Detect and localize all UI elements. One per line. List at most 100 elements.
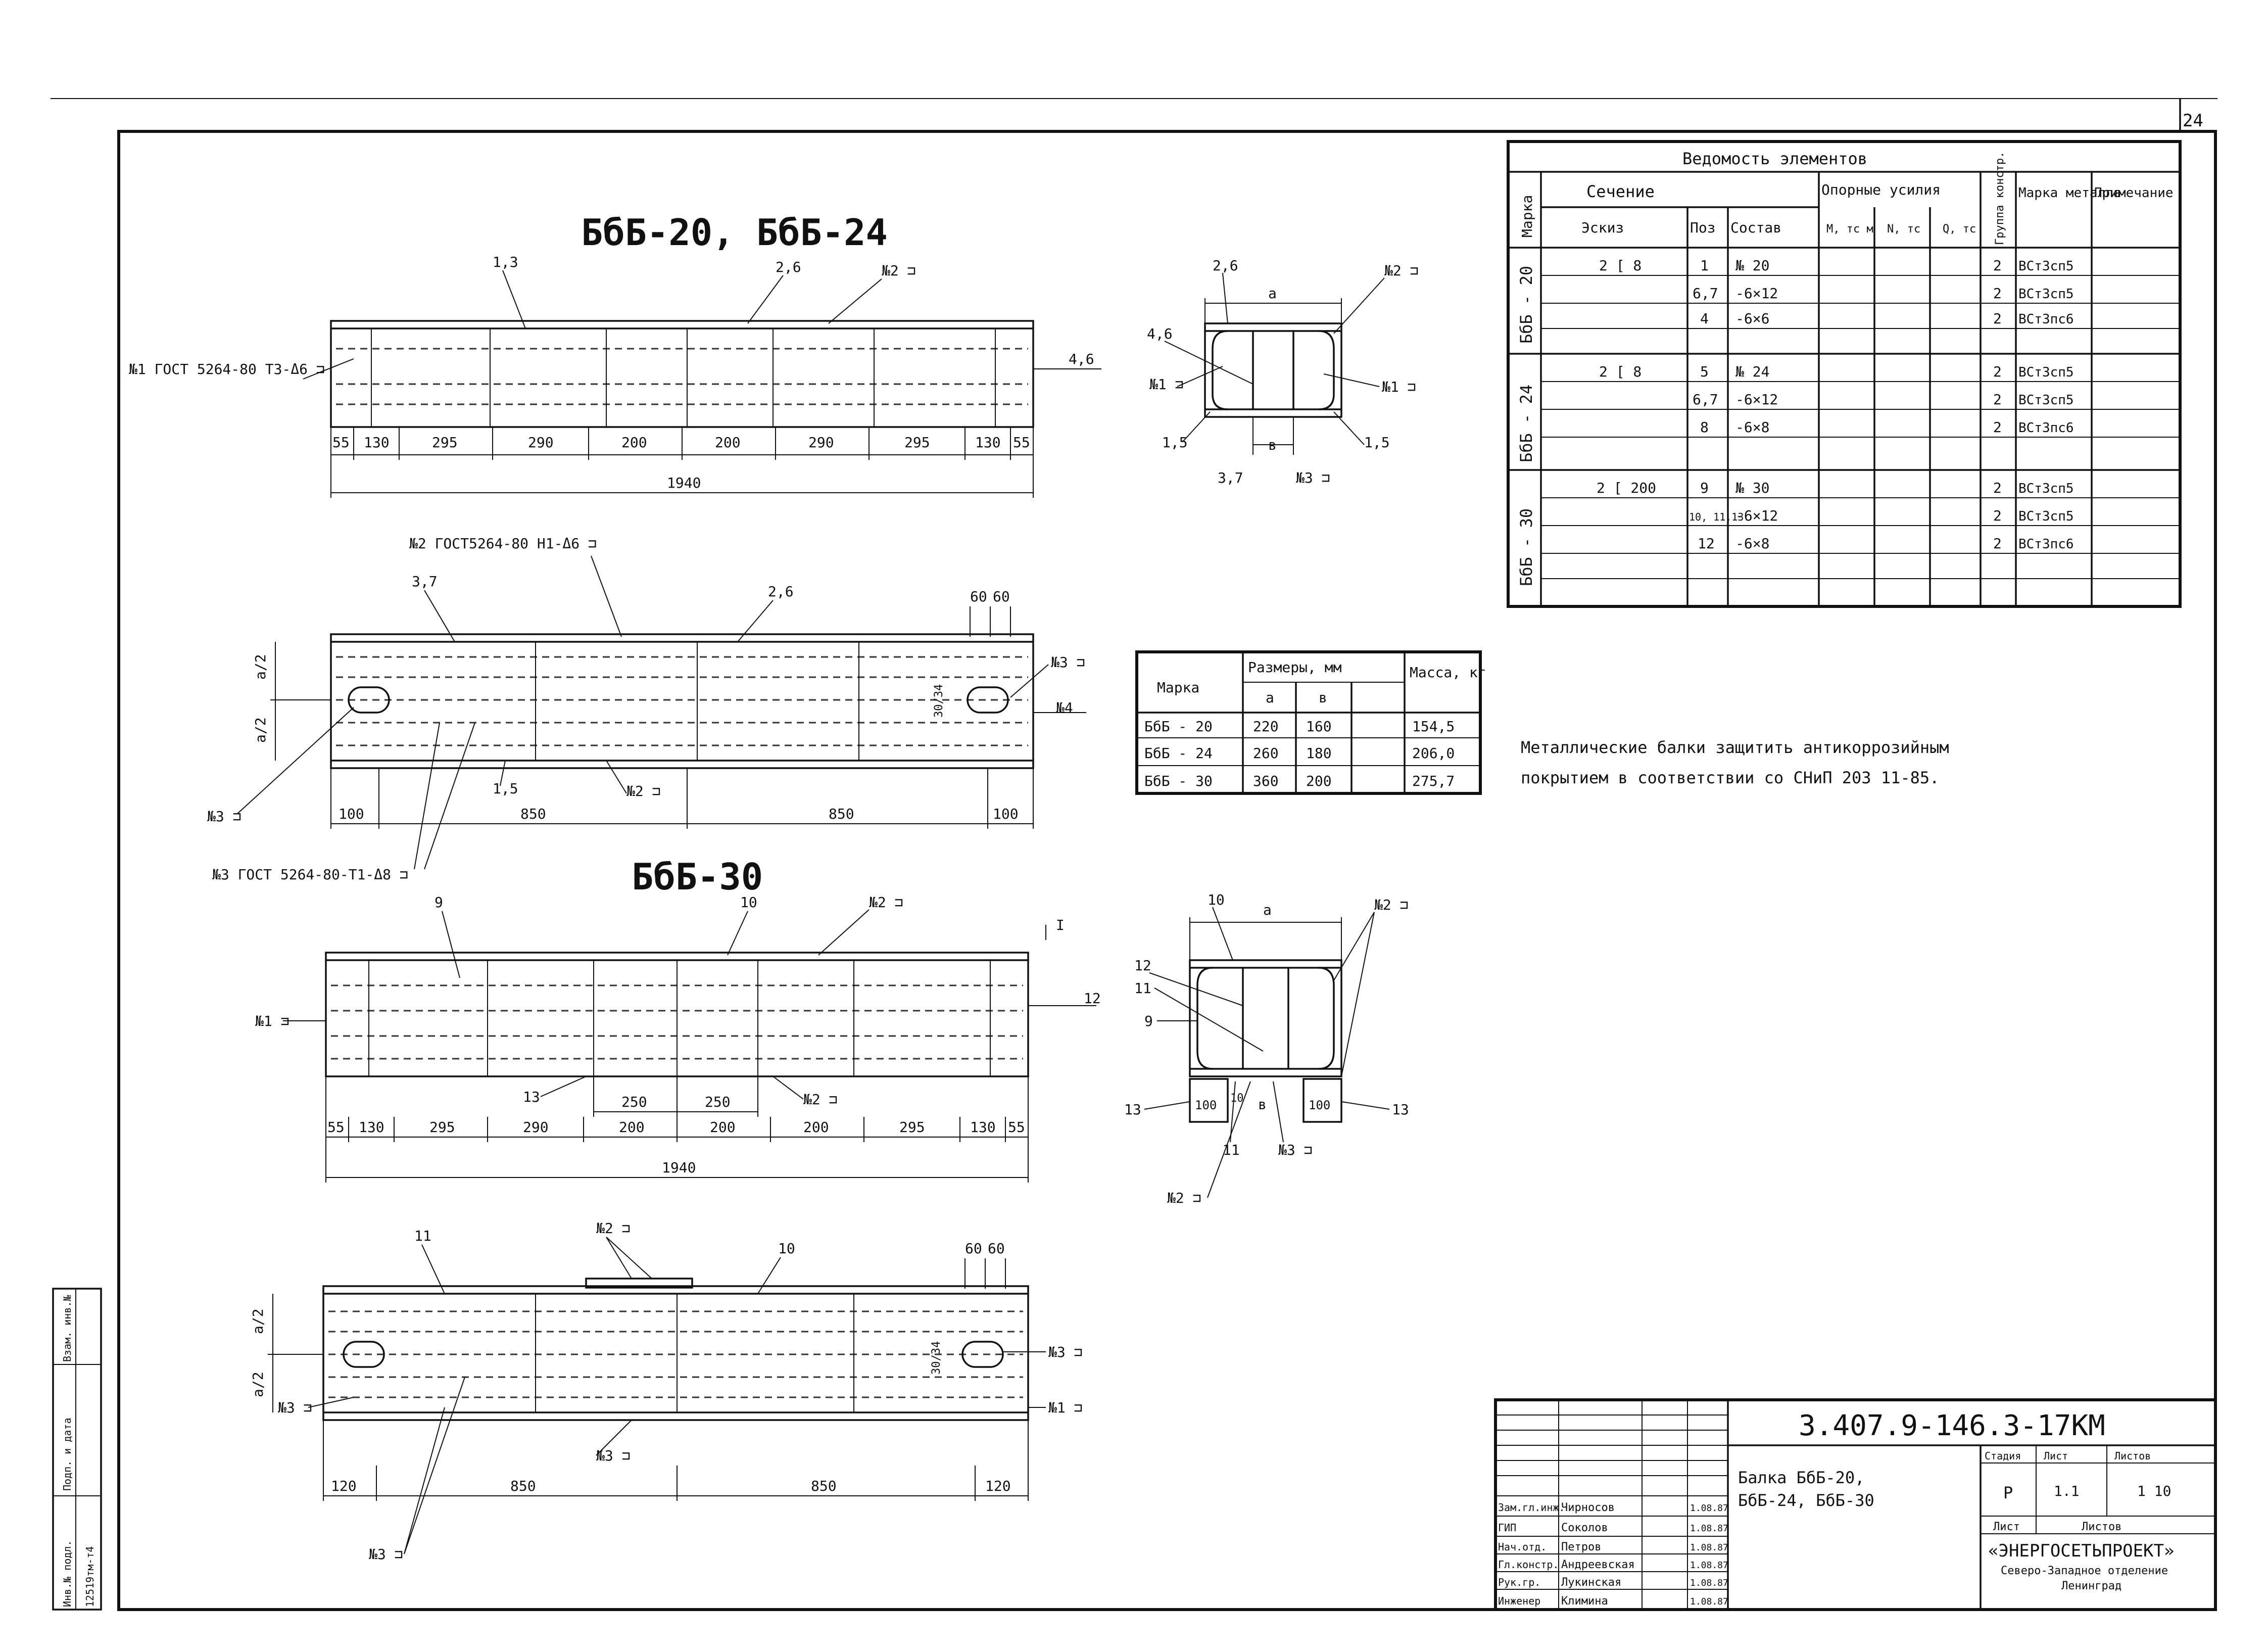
dim-7: 295 [904,434,930,451]
side-value-0: 12519тм-т4 [84,1546,96,1607]
stamp-date-2: 1.08.87 [1690,1542,1728,1553]
et-g0-r0-pos: 1 [1700,257,1709,274]
weld-note-1: №1 ГОСТ 5264-80 Т3-Δ6 ⊐ [129,361,325,377]
et-g1-r2-comp: -6×8 [1735,419,1769,436]
sheet-number: 24 [2183,111,2203,131]
p30-c0: 11 [414,1228,431,1244]
p30-a2-top: a/2 [250,1308,266,1334]
stamp-name-3: Андреевская [1561,1559,1635,1571]
et-g0-r1-grp: 2 [1993,285,2002,302]
st-r0-mark: БбБ - 20 [1144,718,1213,735]
et-col-m: M, тс м [1826,223,1873,235]
stamp-role-2: Нач.отд. [1498,1541,1547,1553]
et-g1-r2-grp: 2 [1993,419,2002,436]
callout-2: 2,6 [776,259,801,275]
drawing-frame [117,130,2217,1611]
p30-c10: №1 ⊐ [1048,1399,1082,1416]
dim-6: 290 [808,434,834,451]
tv30-inner-1: 250 [705,1094,731,1110]
tv30-c1: 10 [740,894,757,911]
s30-l6: 13 [1124,1101,1141,1118]
tv30-dim-6: 200 [803,1119,829,1136]
plan-c11: №2 ⊐ [626,783,660,799]
et-title: Ведомость элементов [1682,149,1867,168]
st-r2-mass: 275,7 [1412,773,1455,789]
sec-label-6: 1,5 [1162,434,1188,451]
stamp-code: 3.407.9-146.3-17KM [1799,1409,2105,1442]
tv30-dim-total: 1940 [662,1159,696,1176]
stamp-role-1: ГИП [1498,1522,1516,1534]
dim-2: 295 [432,434,458,451]
callout-1: 1,3 [493,254,518,270]
tv30-inner-0: 250 [621,1094,647,1110]
stamp-stage-h: Стадия [1985,1450,2021,1462]
plan-dim-3: 100 [993,806,1019,822]
stamp-name-5: Климина [1561,1595,1608,1608]
stamp-role-0: Зам.гл.инж. [1498,1501,1565,1514]
sec-label-2: №2 ⊐ [1384,262,1418,279]
s30-l5: 9 [1144,1013,1153,1029]
p30-a2-bot: a/2 [250,1372,266,1397]
top-view-30: 9 10 №2 ⊐ I №1 ⊐ 12 13 №2 ⊐ 250 250 [255,894,1101,1183]
callout-3: №2 ⊐ [882,262,915,279]
et-g2-r1-grp: 2 [1993,507,2002,524]
et-g2-r2-steel: ВСт3пс6 [2018,537,2074,552]
stamp-list-label: Лист [1993,1521,2020,1533]
et-g1-r0-pos: 5 [1700,363,1709,380]
s30-l3: 12 [1134,957,1151,974]
stamp-role-4: Рук.гр. [1498,1576,1540,1588]
p30-c9: №3 ⊐ [1048,1344,1082,1360]
et-g1-r1-pos: 6,7 [1693,391,1718,408]
et-g2-r2-grp: 2 [1993,535,2002,552]
stamp-date-5: 1.08.87 [1690,1596,1728,1607]
et-g0-r2-comp: -6×6 [1735,310,1769,327]
st-r2-b: 200 [1306,773,1332,789]
et-g2-r2-pos: 12 [1698,535,1715,552]
et-g1-r0-grp: 2 [1993,363,2002,380]
sec-label-8: 3,7 [1218,469,1243,486]
et-g0-r1-comp: -6×12 [1735,285,1778,302]
et-col-q: Q, тс [1943,223,1976,235]
sec-label-0: 2,6 [1213,257,1238,274]
tv30-dim-1: 130 [359,1119,384,1136]
st-r1-mark: БбБ - 24 [1144,745,1213,762]
plan-c1: 2,6 [768,583,794,600]
st-h-mark: Марка [1157,679,1199,696]
st-r0-a: 220 [1253,718,1279,735]
dim-5: 200 [715,434,741,451]
tv30-dim-8: 130 [970,1119,996,1136]
tv30-dim-3: 290 [523,1119,549,1136]
s30-l7: 100 [1195,1098,1217,1112]
p30-c4: 60 [988,1240,1005,1257]
et-g2-r1-pos: 10, 11,13 [1689,511,1744,523]
et-col-group: Группа констр. [1994,152,2006,245]
stamp-stage: Р [2003,1483,2013,1502]
plan-weld-bottom: №3 ГОСТ 5264-80-Т1-Δ8 ⊐ [212,866,408,883]
s30-l0: 10 [1208,891,1225,908]
sec-label-4: №1 ⊐ [1149,376,1183,393]
stamp-date-0: 1.08.87 [1690,1503,1728,1514]
plan-c8: 30/34 [933,684,945,718]
s30-l2: №2 ⊐ [1374,896,1408,913]
et-g2-r0-grp: 2 [1993,480,2002,496]
p30-dim-0: 120 [331,1478,357,1494]
title-beam-30: БбБ-30 [632,856,763,898]
tv30-dim-2: 295 [429,1119,455,1136]
side-cell-0: Инв.№ подл. [61,1540,73,1607]
p30-c8: 30/34 [930,1341,943,1375]
plan-a2-top: a/2 [252,654,269,680]
st-r1-a: 260 [1253,745,1279,762]
et-col-note: Примечание [2094,185,2174,201]
sec-label-10: №3 ⊐ [1296,469,1330,486]
et-g0-r2-steel: ВСт3пс6 [2018,312,2074,327]
plan-c4: №3 ⊐ [1051,654,1085,671]
stamp-date-1: 1.08.87 [1690,1523,1728,1534]
et-col-sketch: Эскиз [1581,219,1624,236]
tv30-dim-5: 200 [710,1119,736,1136]
plan-c3: 60 [993,588,1010,605]
et-g1-r2-pos: 8 [1700,419,1709,436]
side-cell-2: Взам. инв.№ [61,1295,73,1362]
plan-c0: 3,7 [412,573,438,590]
plan-c10: 1,5 [493,780,518,797]
et-g2-r2-comp: -6×8 [1735,535,1769,552]
